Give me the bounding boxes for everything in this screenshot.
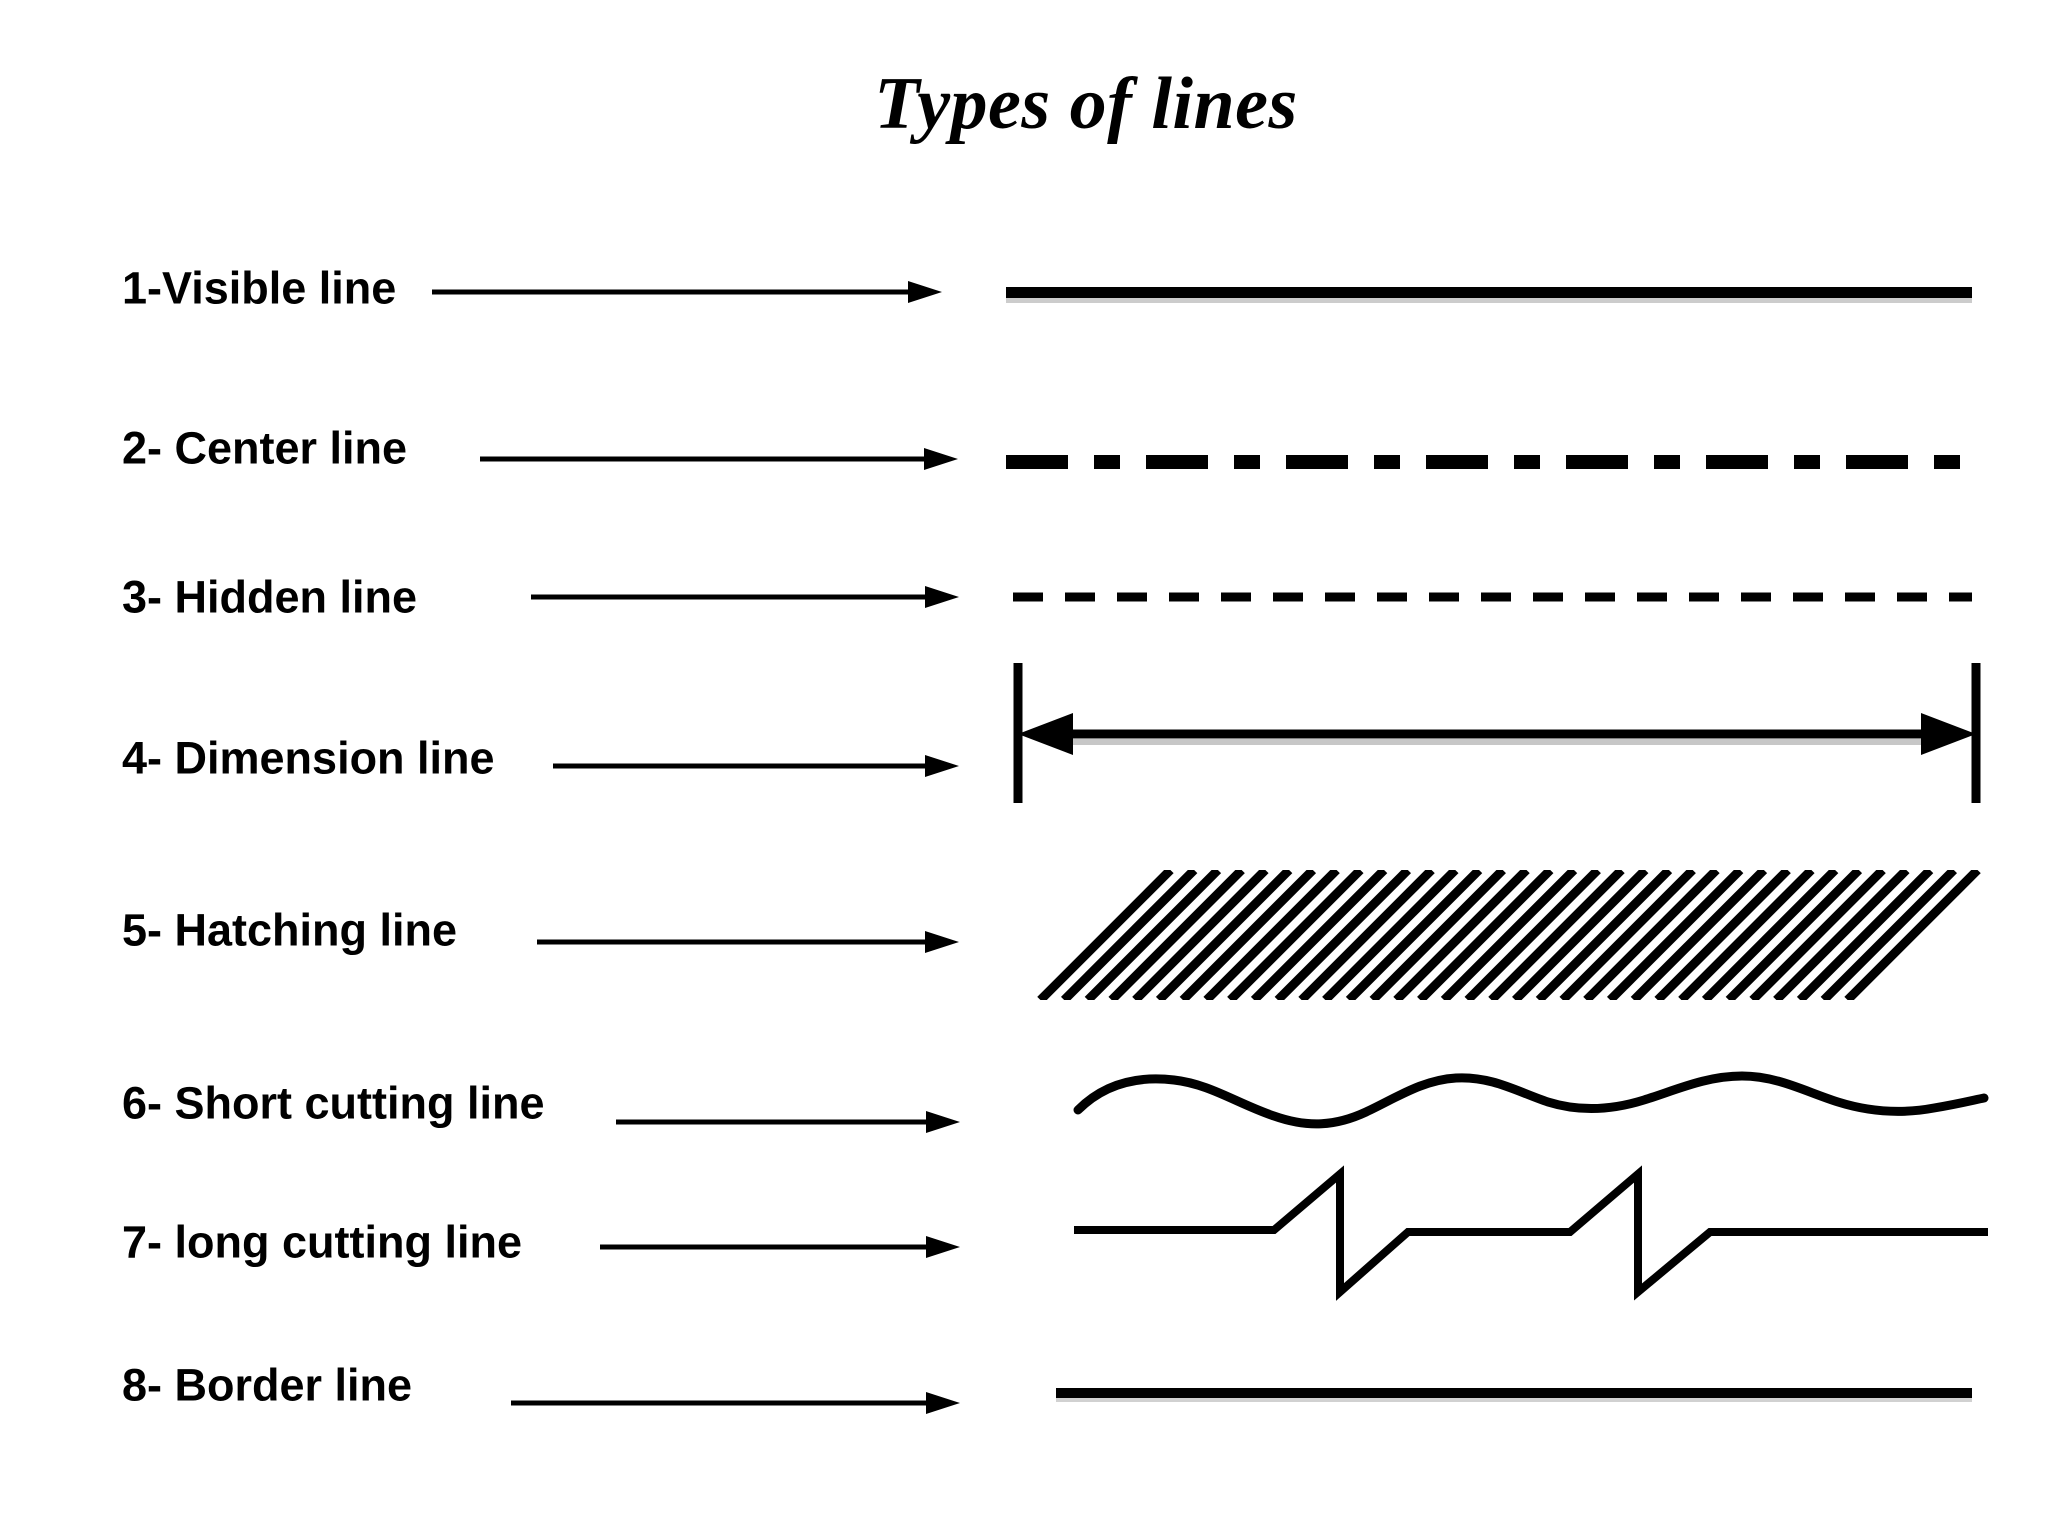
arrow-right-icon [553,755,959,777]
leader-arrow-hidden [531,586,959,608]
page-title: Types of lines [0,62,2048,147]
leader-arrow-center [480,448,958,470]
arrow-right-icon [511,1392,960,1414]
arrow-head-left [1018,713,1073,755]
leader-arrow-border [511,1392,960,1414]
row-label-dimension: 4- Dimension line [122,732,495,784]
arrow-head-right [1921,713,1976,755]
sample-hidden-line [1013,588,1972,606]
dash-dot-line [1006,455,1972,469]
row-label-border: 8- Border line [122,1359,413,1411]
row-label-hidden: 3- Hidden line [122,571,418,623]
leader-arrow-short-cutting [616,1111,960,1133]
row-label-hatching: 5- Hatching line [122,904,458,956]
sample-hatching-line [1028,870,1990,1000]
sample-visible-line [1006,282,1972,304]
arrow-right-icon [537,931,959,953]
sample-center-line [1006,450,1972,474]
row-label-center: 2- Center line [122,422,408,474]
leader-arrow-hatching [537,931,959,953]
hatch-strokes [1028,870,1990,1000]
arrow-right-icon [600,1236,960,1258]
dimension-arrow [1013,663,1981,803]
leader-arrow-long-cutting [600,1236,960,1258]
hatching-pattern [1028,870,1990,1000]
solid-thick-line [1006,287,1972,303]
sample-border-line [1056,1384,1972,1404]
sample-dimension-line [1013,663,1988,803]
row-label-visible: 1-Visible line [122,262,397,314]
dashed-line [1013,592,1972,602]
sample-short-cutting-line [1073,1070,1989,1150]
row-label-short-cutting: 6- Short cutting line [122,1077,545,1129]
arrow-right-icon [531,586,959,608]
solid-thick-line [1056,1388,1972,1402]
arrow-right-icon [432,281,942,303]
sample-long-cutting-line [1074,1165,1988,1310]
page-title-text: Types of lines [874,63,1298,145]
wavy-break-line [1073,1071,1989,1129]
arrow-right-icon [616,1111,960,1133]
zigzag-break-line [1074,1165,1988,1301]
arrow-right-icon [480,448,958,470]
leader-arrow-dimension [553,755,959,777]
row-label-long-cutting: 7- long cutting line [122,1216,522,1268]
leader-arrow-visible [432,281,942,303]
